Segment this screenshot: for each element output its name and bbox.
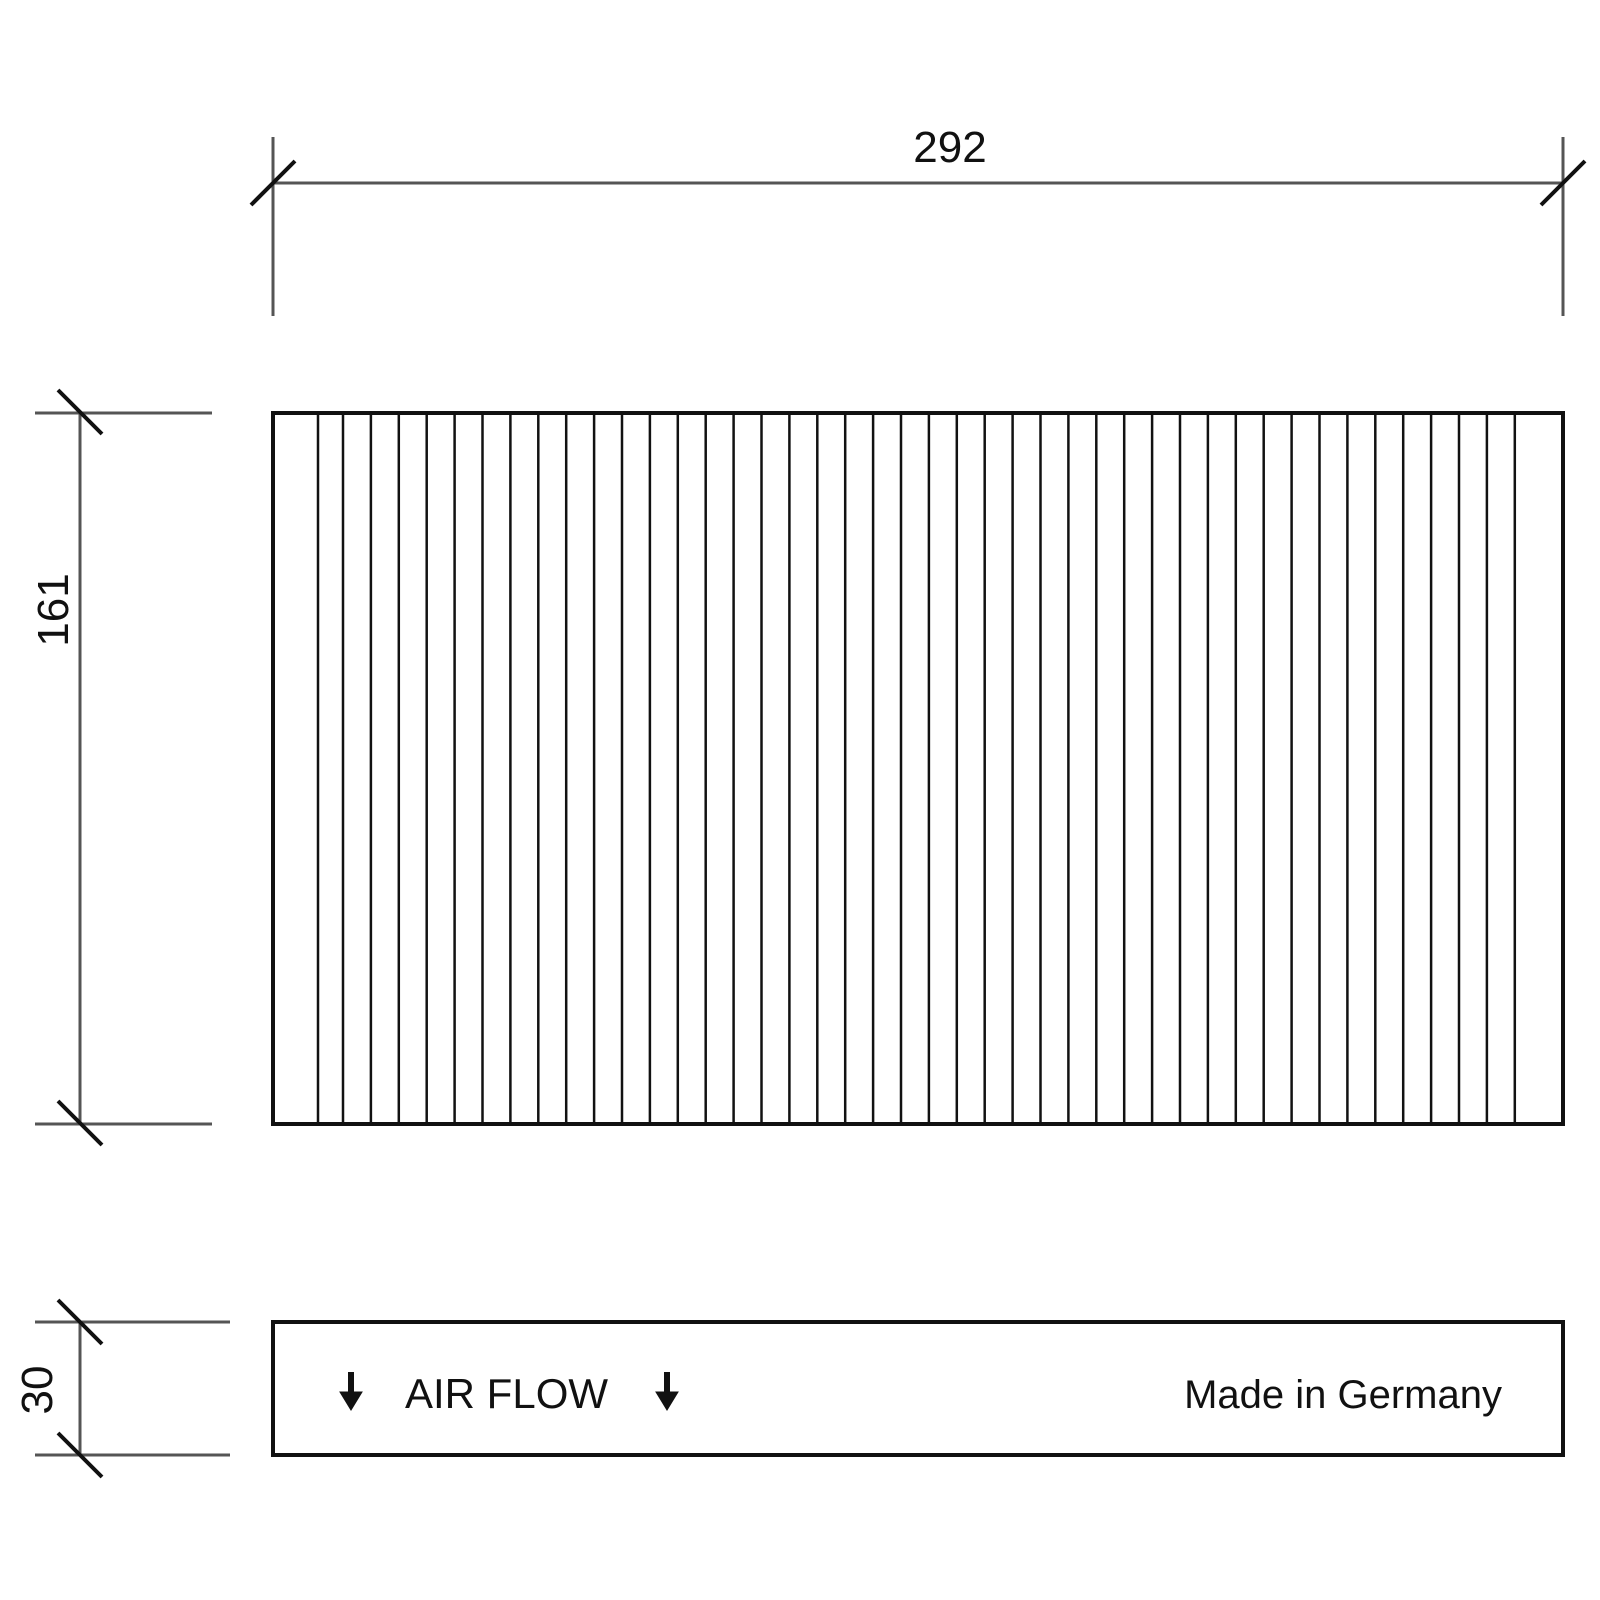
airflow-label: AIR FLOW	[405, 1370, 608, 1417]
height-dimension	[35, 388, 212, 1147]
pleat-lines	[316, 413, 1517, 1124]
filter-face	[271, 411, 1565, 1126]
origin-label: Made in Germany	[1184, 1373, 1502, 1417]
width-label: 292	[913, 123, 986, 172]
arrow-down-icon	[339, 1372, 363, 1411]
height-label: 161	[29, 573, 78, 646]
width-dimension	[249, 137, 1587, 316]
thickness-dimension	[35, 1298, 230, 1479]
arrow-down-icon	[655, 1372, 679, 1411]
thickness-label: 30	[13, 1366, 62, 1415]
filter-side-view	[271, 1320, 1565, 1457]
